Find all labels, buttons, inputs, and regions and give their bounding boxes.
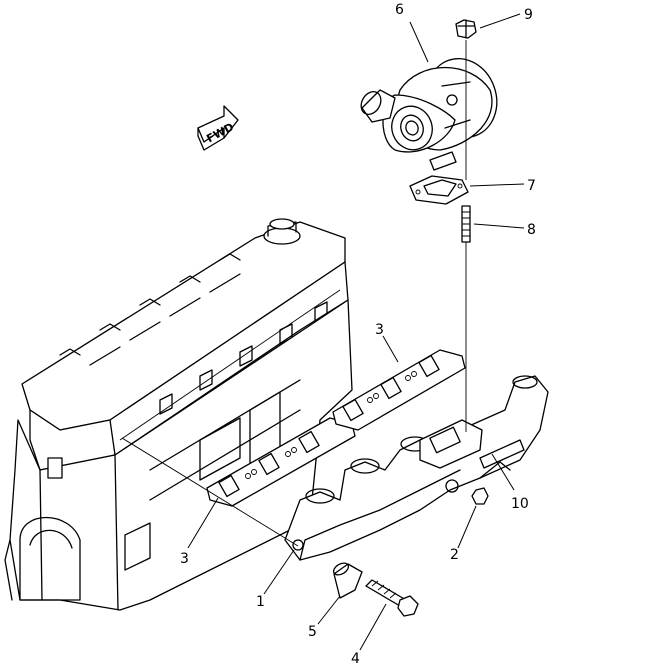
callout-4: 4 bbox=[351, 651, 360, 664]
callout-2: 2 bbox=[450, 547, 459, 563]
stud bbox=[461, 205, 471, 243]
callout-1: 1 bbox=[256, 594, 265, 610]
callout-3-upper: 3 bbox=[375, 322, 384, 338]
callout-9: 9 bbox=[524, 7, 533, 23]
oil-filler-cap bbox=[263, 227, 301, 245]
nut bbox=[455, 19, 477, 39]
spacer-collar bbox=[332, 562, 363, 599]
callout-10: 10 bbox=[511, 496, 529, 512]
manifold-bolt bbox=[365, 579, 419, 617]
engine-block bbox=[4, 218, 353, 611]
gasket-lower bbox=[206, 417, 356, 507]
assembly-center-lines bbox=[121, 40, 467, 547]
drain-fitting bbox=[445, 479, 489, 505]
callout-8: 8 bbox=[527, 222, 536, 238]
leader-lines bbox=[187, 13, 525, 651]
callout-numbers: 6 9 7 8 3 3 1 2 10 5 4 bbox=[180, 2, 536, 667]
callout-5: 5 bbox=[308, 624, 317, 640]
forward-direction-arrow: FWD bbox=[197, 105, 239, 151]
turbo-gasket bbox=[409, 175, 469, 205]
callout-7: 7 bbox=[527, 178, 536, 194]
gasket-upper bbox=[332, 349, 466, 431]
exhaust-manifold bbox=[284, 375, 549, 561]
callout-3-lower: 3 bbox=[180, 551, 189, 567]
callout-6: 6 bbox=[395, 2, 404, 18]
turbocharger bbox=[360, 58, 498, 171]
